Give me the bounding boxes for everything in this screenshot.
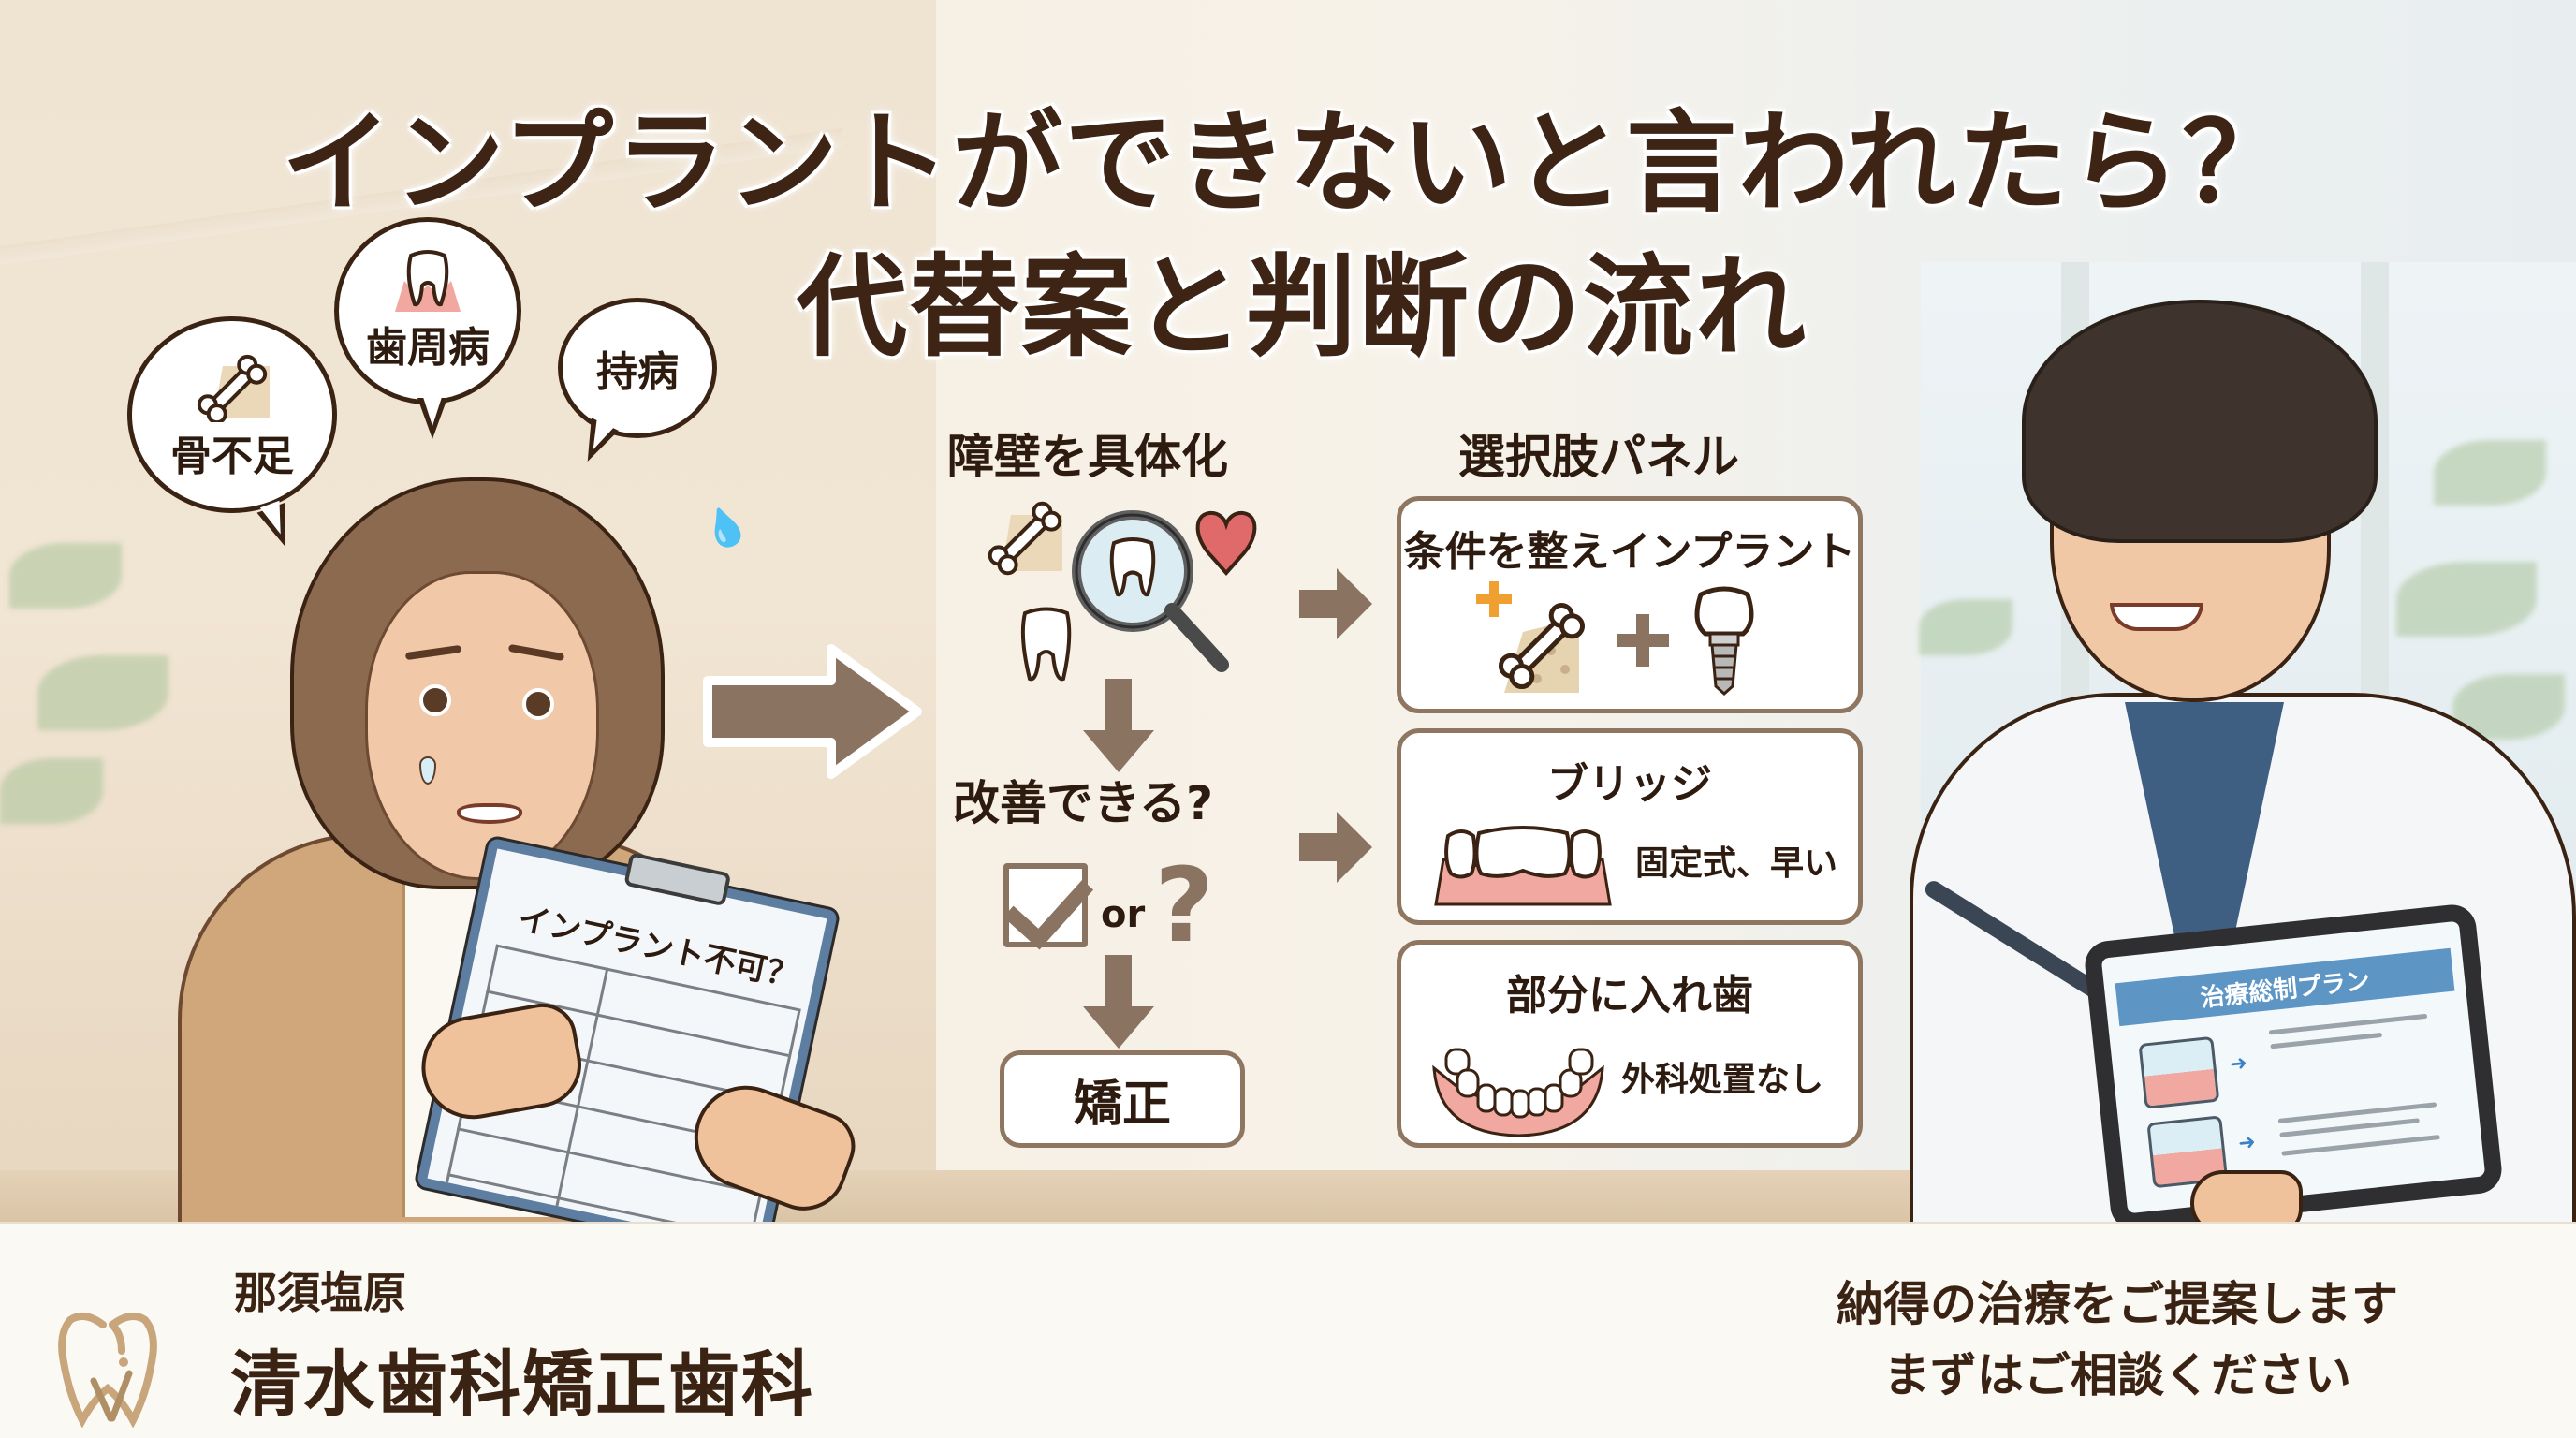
implant-icon: [1694, 586, 1754, 697]
sweat-drop-icon: [419, 756, 436, 785]
panel-note: 外科処置なし: [1621, 1061, 1824, 1099]
plus-icon: [1617, 614, 1669, 667]
decision-question: 改善できる?: [953, 776, 1214, 830]
bone-icon: [988, 501, 1062, 576]
right-arrow-icon: [1299, 812, 1372, 883]
smile: [2110, 603, 2203, 631]
options-heading: 選択肢パネル: [1458, 430, 1739, 484]
text-line: [2270, 1032, 2383, 1049]
tagline-line-2: まずはご相談ください: [1883, 1348, 2351, 1402]
panel-title: 部分に入れ歯: [1506, 972, 1753, 1020]
panel-note: 固定式、早い: [1635, 844, 1838, 883]
or-label: or: [1101, 893, 1146, 936]
barrier-icons: [988, 501, 1257, 682]
magnifier-tooth-icon: [1072, 510, 1229, 672]
concern-label: 歯周病: [366, 324, 490, 372]
eyebrow: [507, 643, 565, 662]
bone-graft-implant-icons: [1476, 581, 1754, 697]
concern-bubble-gum: 歯周病: [334, 217, 521, 439]
heart-icon: [1195, 510, 1257, 577]
eyebrow: [404, 644, 462, 661]
option-panel-partial-denture: 部分に入れ歯 外科処置なし: [1397, 940, 1863, 1148]
plant-leaf: [0, 758, 103, 824]
eye: [522, 688, 554, 720]
subtitle: 代替案と判断の流れ: [796, 242, 1808, 372]
gum-disease-tooth-icon: [395, 250, 461, 312]
patient-face: [365, 571, 599, 880]
clinic-location: 那須塩原: [234, 1268, 406, 1318]
concern-bubble-chronic: 持病: [558, 298, 717, 468]
question-mark-icon: ?: [1154, 845, 1215, 965]
panel-title: 条件を整えインプラント: [1403, 528, 1856, 576]
panel-title: ブリッジ: [1547, 760, 1712, 808]
concern-label: 持病: [596, 348, 679, 396]
plant-leaf: [9, 543, 122, 609]
tooth-thumbnail-icon: [2138, 1035, 2220, 1109]
text-line: [2281, 1135, 2440, 1156]
option-panel-implant: 条件を整えインプラント: [1397, 496, 1863, 713]
down-arrow-icon: [1083, 955, 1154, 1049]
text-line: [2268, 1013, 2428, 1035]
checkbox-checked-icon: [1003, 863, 1088, 947]
bubble-tail: [417, 394, 447, 439]
right-arrow-icon: [1299, 568, 1372, 639]
tagline-line-1: 納得の治療をご提案します: [1837, 1277, 2398, 1331]
orange-plus-icon: [1476, 581, 1512, 617]
big-right-arrow-icon: [703, 644, 922, 779]
arrow-icon: ➜: [2229, 1051, 2249, 1077]
clinic-name: 清水歯科矯正歯科: [230, 1343, 814, 1426]
plant-leaf: [1919, 599, 2012, 655]
concern-bubble-bone: 骨不足: [127, 316, 337, 552]
main-title: インプラントができないと言われたら？: [281, 98, 2295, 227]
partial-denture-icon: [1432, 1048, 1604, 1137]
plant-leaf: [2434, 440, 2546, 506]
clipboard-title: インプラント不可？: [514, 900, 802, 996]
decision-choices: or ?: [1003, 854, 1247, 957]
bone-graft-icon: [1498, 602, 1586, 693]
tablet-title: 治療総制プラン: [2115, 947, 2455, 1027]
arrow-icon: ➜: [2236, 1130, 2257, 1156]
option-panel-bridge: ブリッジ 固定式、早い: [1397, 728, 1863, 925]
doctor-hair: [2022, 300, 2378, 543]
tablet-screen: 治療総制プラン ➜ ➜: [2100, 920, 2486, 1214]
tooth-logo-icon: [58, 1313, 157, 1428]
orthodontics-result-box: 矯正: [1000, 1050, 1245, 1148]
bridge-teeth-icon: [1434, 826, 1612, 906]
concern-label: 骨不足: [170, 433, 294, 480]
worry-drops-icon: 💧: [695, 499, 755, 557]
footer: 那須塩原 清水歯科矯正歯科 納得の治療をご提案します まずはご相談ください: [0, 1222, 2576, 1438]
plant-leaf: [37, 655, 168, 730]
bone-icon: [197, 354, 270, 422]
eye: [419, 684, 451, 716]
mouth: [457, 803, 522, 824]
plant-leaf: [2396, 562, 2537, 637]
down-arrow-icon: [1083, 679, 1154, 772]
tooth-icon: [1020, 607, 1072, 682]
flow-heading: 障壁を具体化: [947, 430, 1228, 484]
